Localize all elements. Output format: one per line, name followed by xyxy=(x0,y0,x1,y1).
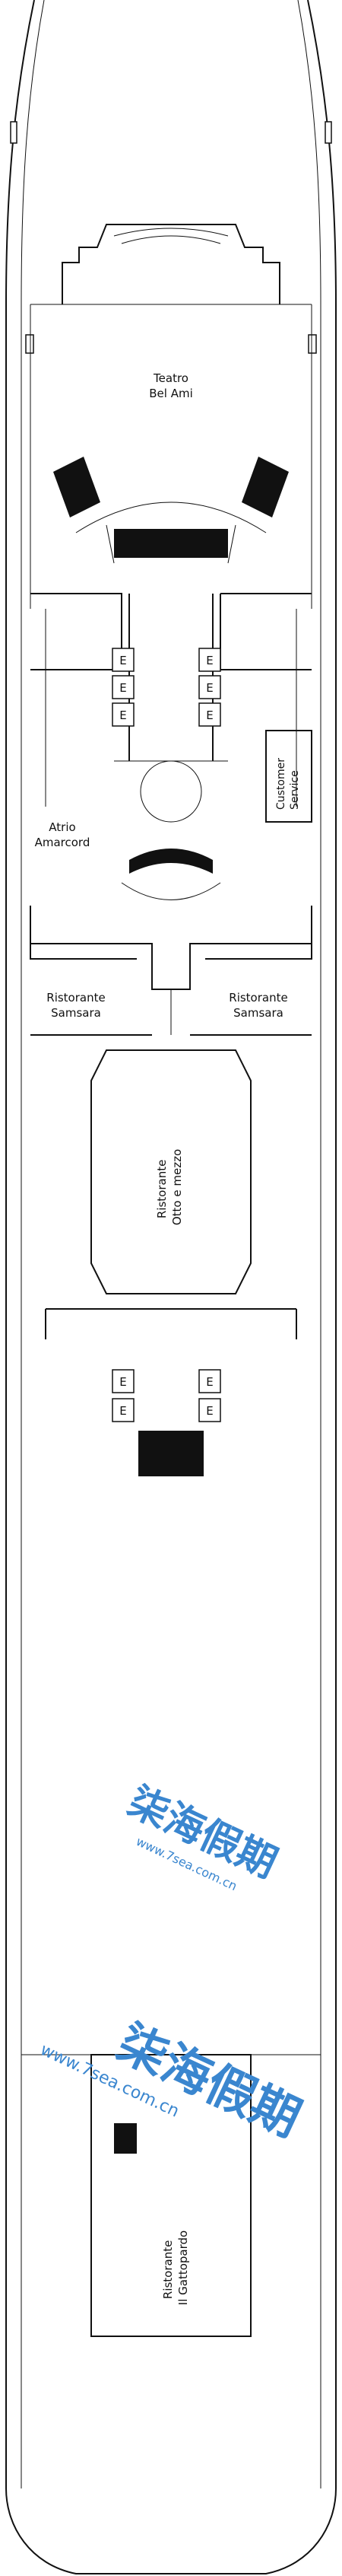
elevator-label: E xyxy=(206,1404,213,1418)
label-samsara-left-1: Ristorante xyxy=(46,991,105,1005)
elevator-box xyxy=(112,1369,135,1393)
elevator-box xyxy=(198,702,221,727)
bow-side-markers xyxy=(10,121,332,354)
label-samsara-right-2: Samsara xyxy=(233,1006,283,1020)
aft-elevator-bank xyxy=(45,1308,297,1476)
elevator-box xyxy=(112,675,135,699)
front-elevator-bank xyxy=(30,593,312,807)
gattopardo-area xyxy=(21,2054,321,2337)
elevator-block-aft-left: E E xyxy=(112,1369,135,1422)
customer-service-desk xyxy=(265,730,312,823)
atrium-area xyxy=(30,760,312,960)
elevator-block-right: E E E xyxy=(198,648,221,727)
elevator-label: E xyxy=(119,654,126,667)
label-teatro-1: Teatro xyxy=(153,371,188,385)
otto-e-mezzo-area xyxy=(90,1049,252,1294)
elevator-box xyxy=(112,1398,135,1422)
label-customer-service: Customer Service xyxy=(275,755,301,810)
hull-inner-line xyxy=(21,0,321,2488)
label-atrio-1: Atrio xyxy=(49,820,75,834)
elevator-block-aft-right: E E xyxy=(198,1369,221,1422)
watermark-1: 柒海假期 www.7sea.com.cn xyxy=(122,1778,284,1893)
elevator-box xyxy=(198,648,221,672)
elevator-label: E xyxy=(119,708,126,722)
elevator-label: E xyxy=(206,708,213,722)
hull-outline xyxy=(5,0,337,2574)
elevator-label: E xyxy=(119,1375,126,1389)
watermark-chars: 柒海假期 xyxy=(109,2014,309,2148)
elevator-label: E xyxy=(206,1375,213,1389)
label-samsara-left-2: Samsara xyxy=(51,1006,101,1020)
samsara-area xyxy=(30,943,312,1036)
elevator-label: E xyxy=(119,1404,126,1418)
label-gattopardo: Ristorante Il Gattopardo xyxy=(161,2231,190,2305)
label-teatro-2: Bel Ami xyxy=(149,387,193,400)
elevator-label: E xyxy=(206,654,213,667)
theatre-area xyxy=(30,224,312,609)
label-otto: Ristorante Otto e mezzo xyxy=(155,1149,184,1225)
theatre-front-seating xyxy=(114,529,228,558)
elevator-label: E xyxy=(206,681,213,695)
elevator-block-left: E E E xyxy=(112,648,135,727)
elevator-label: E xyxy=(119,681,126,695)
elevator-box xyxy=(198,675,221,699)
elevator-box xyxy=(198,1369,221,1393)
label-samsara-right-1: Ristorante xyxy=(229,991,287,1005)
elevator-box xyxy=(112,648,135,672)
elevator-box xyxy=(112,702,135,727)
watermark-2: 柒海假期 www.7sea.com.cn xyxy=(37,2014,309,2148)
label-atrio-2: Amarcord xyxy=(35,836,90,849)
elevator-box xyxy=(198,1398,221,1422)
